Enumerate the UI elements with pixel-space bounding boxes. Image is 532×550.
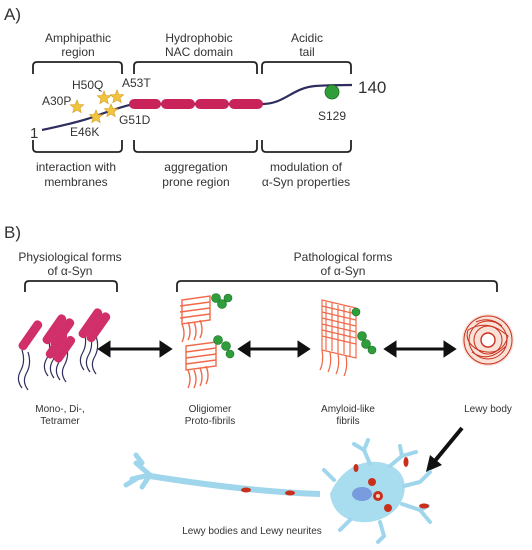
mutation-a30p: A30P: [42, 94, 71, 108]
physiological-title-2: of α-Syn: [48, 264, 93, 278]
physiological-forms-illustration: [17, 308, 111, 391]
nac-title-1: Hydrophobic: [165, 31, 232, 45]
panel-b-label: B): [4, 223, 21, 242]
panel-a-label: A): [4, 5, 21, 24]
stage-fibril-1: Amyloid-like: [321, 404, 375, 415]
nac-caption-1: aggregation: [164, 160, 227, 174]
mutation-h50q: H50Q: [72, 78, 103, 92]
physiological-bracket: [24, 280, 118, 292]
star-a30p: [69, 99, 85, 114]
pathological-bracket: [176, 280, 498, 292]
star-a53t: [109, 89, 125, 104]
stage-physiological-1: Mono-, Di-,: [35, 404, 84, 415]
neuron-illustration: [123, 438, 432, 544]
physiological-title-1: Physiological forms: [18, 250, 121, 264]
nac-bottom-bracket: [133, 140, 258, 153]
pathological-title-2: of α-Syn: [321, 264, 366, 278]
residue-end: 140: [358, 78, 386, 97]
mutation-g51d: G51D: [119, 113, 151, 127]
amyloid-fibril-illustration: [319, 299, 377, 377]
transition-arrows: [97, 340, 457, 358]
acidic-bottom-bracket: [261, 140, 352, 153]
acidic-bracket: [261, 61, 352, 74]
nac-bracket: [133, 61, 258, 74]
phospho-site-label: S129: [318, 109, 346, 123]
mutation-stars: [69, 89, 125, 124]
mutation-e46k: E46K: [70, 125, 99, 139]
stage-oligomer-2: Proto-fibrils: [185, 416, 236, 427]
stage-lewy-body: Lewy body: [464, 404, 512, 415]
star-e46k: [88, 109, 104, 124]
bottom-brackets: [32, 140, 352, 153]
acidic-caption-2: α-Syn properties: [262, 175, 350, 189]
arrow-fibril-lewy: [383, 340, 457, 358]
neuron-caption: Lewy bodies and Lewy neurites: [182, 526, 322, 537]
amphipathic-bracket: [32, 61, 123, 74]
amphipathic-title-2: region: [61, 45, 94, 59]
helix-1: [129, 99, 161, 109]
helix-2: [161, 99, 195, 109]
arrow-to-neuron: [426, 426, 464, 472]
residue-start: 1: [30, 125, 38, 142]
acidic-caption-1: modulation of: [270, 160, 343, 174]
acidic-title-2: tail: [299, 45, 314, 59]
mutation-a53t: A53T: [122, 76, 151, 90]
panel-b-brackets: [24, 280, 498, 292]
amphipathic-title-1: Amphipathic: [45, 31, 111, 45]
oligomer-illustration: [179, 293, 235, 389]
amphipathic-caption-1: interaction with: [36, 160, 116, 174]
nac-helices: [129, 99, 263, 109]
stage-oligomer-1: Oligiomer: [189, 404, 232, 415]
nac-title-2: NAC domain: [165, 45, 233, 59]
star-h50q: [96, 90, 112, 105]
top-brackets: [32, 61, 352, 74]
amphipathic-bottom-bracket: [32, 140, 123, 153]
pathological-title-1: Pathological forms: [294, 250, 393, 264]
stage-physiological-2: Tetramer: [40, 416, 80, 427]
arrow-oligomer-fibril: [237, 340, 311, 358]
amphipathic-caption-2: membranes: [44, 175, 107, 189]
acidic-title-1: Acidic: [291, 31, 323, 45]
arrow-physiological-oligomer: [97, 340, 173, 358]
lewy-body-illustration: [462, 314, 514, 366]
star-g51d: [103, 103, 119, 118]
helix-4: [229, 99, 263, 109]
stage-fibril-2: fibrils: [336, 416, 359, 427]
nac-caption-2: prone region: [162, 175, 229, 189]
helix-3: [195, 99, 229, 109]
phospho-site-marker: [324, 84, 340, 100]
